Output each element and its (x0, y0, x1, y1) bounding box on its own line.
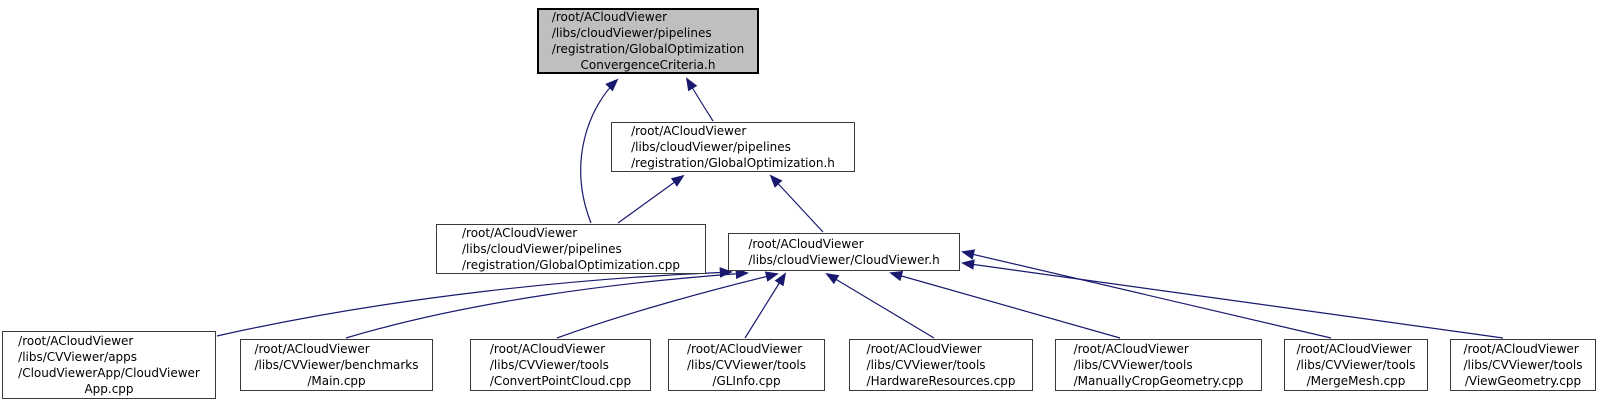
edge-globaloptimization-cpp-to-globaloptimization-h (617, 174, 685, 224)
node-label-line: /ConvertPointCloud.cpp (489, 374, 632, 388)
node-label-line: /libs/cloudViewer/CloudViewer.h (748, 253, 940, 267)
node-label-line: /root/ACloudViewer (18, 334, 134, 348)
node-label: /root/ACloudViewer /libs/CVViewer/tools … (1296, 341, 1415, 389)
node-label-line: /root/ACloudViewer (1463, 342, 1579, 356)
node-label-line: /libs/CVViewer/benchmarks (254, 358, 419, 372)
node-label-line: /libs/cloudViewer/pipelines (551, 26, 712, 40)
node-label-line: /registration/GlobalOptimization (551, 42, 745, 56)
node-label-line: /root/ACloudViewer (686, 342, 803, 356)
node-label-line: /root/ACloudViewer (1073, 342, 1189, 356)
node-label-line: /registration/GlobalOptimization.cpp (461, 258, 680, 272)
node-label-line: /libs/CVViewer/apps (18, 350, 138, 364)
node-convertpointcloud-cpp[interactable]: /root/ACloudViewer /libs/CVViewer/tools … (470, 339, 651, 391)
node-label: /root/ACloudViewer /libs/cloudViewer/pip… (631, 123, 835, 171)
node-label: /root/ACloudViewer /libs/CVViewer/benchm… (254, 341, 418, 389)
node-label-line: /registration/GlobalOptimization.h (631, 156, 835, 170)
edge-glinfo-cpp-to-cloudviewer-h (744, 272, 787, 339)
node-label: /root/ACloudViewer /libs/CVViewer/tools … (490, 341, 631, 389)
node-label-line: /root/ACloudViewer (489, 342, 606, 356)
edge-globaloptimization-h-to-criteria-h (685, 77, 714, 122)
edge-mergemesh-cpp-to-cloudviewer-h (961, 249, 1332, 339)
node-label-line: /HardwareResources.cpp (866, 374, 1016, 388)
node-main-cpp[interactable]: /root/ACloudViewer /libs/CVViewer/benchm… (240, 339, 433, 391)
node-label-line: /root/ACloudViewer (1296, 342, 1412, 356)
node-hardwareresources-cpp[interactable]: /root/ACloudViewer /libs/CVViewer/tools … (849, 339, 1033, 391)
node-label-line: /Main.cpp (307, 374, 366, 388)
edge-hardwareresources-cpp-to-cloudviewer-h (825, 272, 935, 339)
edge-cloudviewer-h-to-globaloptimization-h (769, 174, 824, 233)
node-label: /root/ACloudViewer /libs/CVViewer/tools … (867, 341, 1016, 389)
node-label: /root/ACloudViewer /libs/cloudViewer/pip… (462, 225, 680, 273)
node-label-line: /root/ACloudViewer (254, 342, 370, 356)
node-label-line: /MergeMesh.cpp (1306, 374, 1406, 388)
node-label-line: /root/ACloudViewer (551, 10, 668, 24)
node-label: /root/ACloudViewer /libs/cloudViewer/Clo… (748, 236, 939, 268)
node-label-line: /CloudViewerApp/CloudViewer (18, 366, 200, 380)
node-label-line: /libs/CVViewer/tools (1296, 358, 1416, 372)
edge-globaloptimization-cpp-to-criteria-h (580, 78, 619, 224)
node-label-line: /root/ACloudViewer (461, 226, 578, 240)
node-viewgeometry-cpp[interactable]: /root/ACloudViewer /libs/CVViewer/tools … (1450, 339, 1596, 391)
node-label-line: /ViewGeometry.cpp (1464, 374, 1582, 388)
edge-main-cpp-to-cloudviewer-h (345, 268, 749, 339)
node-cloudviewerapp-cpp[interactable]: /root/ACloudViewer /libs/CVViewer/apps /… (2, 331, 216, 399)
node-manuallycropgeometry-cpp[interactable]: /root/ACloudViewer /libs/CVViewer/tools … (1055, 339, 1262, 391)
node-label-line: /root/ACloudViewer (631, 124, 747, 138)
node-label-line: /libs/CVViewer/tools (1073, 358, 1193, 372)
node-globaloptimization-h[interactable]: /root/ACloudViewer /libs/cloudViewer/pip… (611, 122, 855, 172)
node-label-line: /libs/CVViewer/tools (489, 358, 609, 372)
edge-convertpointcloud-cpp-to-cloudviewer-h (556, 271, 779, 339)
node-label-line: /libs/CVViewer/tools (686, 358, 807, 372)
node-label-line: /libs/CVViewer/tools (1463, 358, 1583, 372)
node-label-line: App.cpp (84, 382, 134, 396)
node-label-line: /libs/cloudViewer/pipelines (631, 140, 791, 154)
node-globaloptimizationconvergencecriteria-h: /root/ACloudViewer /libs/cloudViewer/pip… (537, 8, 759, 74)
node-label-line: /libs/cloudViewer/pipelines (461, 242, 622, 256)
node-label-line: /GLInfo.cpp (712, 374, 781, 388)
node-label-line: /root/ACloudViewer (748, 237, 864, 251)
node-globaloptimization-cpp[interactable]: /root/ACloudViewer /libs/cloudViewer/pip… (436, 224, 706, 274)
node-label: /root/ACloudViewer /libs/CVViewer/tools … (1074, 341, 1244, 389)
edge-manuallycropgeometry-cpp-to-cloudviewer-h (889, 270, 1121, 339)
node-label-line: ConvergenceCriteria.h (580, 58, 716, 72)
node-label: /root/ACloudViewer /libs/CVViewer/tools … (1463, 341, 1582, 389)
node-label-line: /libs/CVViewer/tools (866, 358, 986, 372)
node-mergemesh-cpp[interactable]: /root/ACloudViewer /libs/CVViewer/tools … (1284, 339, 1428, 391)
edge-cloudviewerapp-cpp-to-cloudviewer-h (216, 267, 733, 337)
node-label: /root/ACloudViewer /libs/CVViewer/tools … (687, 341, 806, 389)
node-label: /root/ACloudViewer /libs/CVViewer/apps /… (18, 333, 200, 397)
node-glinfo-cpp[interactable]: /root/ACloudViewer /libs/CVViewer/tools … (668, 339, 825, 391)
node-label-line: /ManuallyCropGeometry.cpp (1073, 374, 1244, 388)
node-label-line: /root/ACloudViewer (866, 342, 982, 356)
node-label: /root/ACloudViewer /libs/cloudViewer/pip… (552, 9, 744, 73)
node-cloudviewer-h[interactable]: /root/ACloudViewer /libs/cloudViewer/Clo… (728, 233, 960, 271)
edge-viewgeometry-cpp-to-cloudviewer-h (961, 259, 1504, 339)
